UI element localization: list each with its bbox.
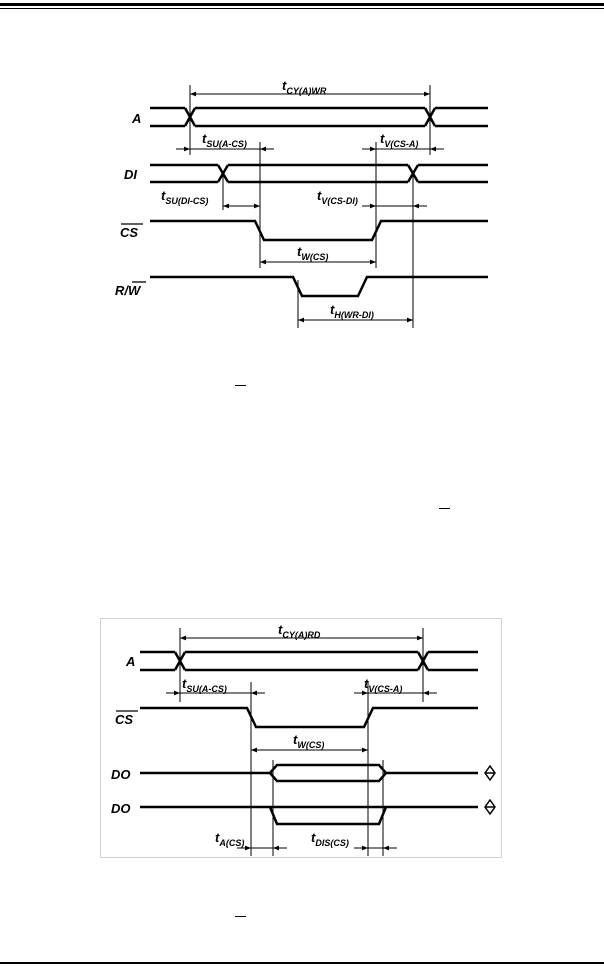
- do2-end-marker: [484, 798, 496, 816]
- top-rule-thin: [0, 8, 604, 9]
- param-t-su-di-cs: tSU(DI-CS): [161, 188, 208, 206]
- signal-label-a: A: [131, 111, 141, 126]
- read-param-t-w-cs: tW(CS): [293, 732, 324, 750]
- signal-a-waveform: [150, 106, 488, 128]
- param-t-dis-cs: tDIS(CS): [311, 830, 349, 848]
- read-signal-label-cs: CS: [115, 712, 133, 727]
- param-t-cycle-read: tCY(A)RD: [278, 622, 321, 640]
- read-signal-do2-waveform: [140, 805, 478, 826]
- signal-label-rw: R/W: [115, 283, 142, 298]
- signal-label-cs: CS: [120, 225, 138, 240]
- read-cycle-timing-diagram: A CS DO DO tCY(A)RD tSU(A-CS) tV(CS-A) t…: [100, 618, 502, 858]
- signal-di-waveform: [150, 163, 488, 184]
- param-t-cycle-write: tCY(A)WR: [282, 78, 327, 96]
- read-param-t-su-a-cs: tSU(A-CS): [182, 676, 227, 694]
- read-signal-label-do1: DO: [111, 767, 131, 782]
- read-signal-cs-waveform: [140, 706, 478, 729]
- param-t-h-wr-di: tH(WR-DI): [330, 302, 374, 320]
- read-signal-label-a: A: [125, 654, 135, 669]
- param-t-a-cs: tA(CS): [215, 830, 244, 848]
- read-signal-label-do2: DO: [111, 801, 131, 816]
- bottom-rule: [0, 962, 604, 964]
- read-signal-a-waveform: [140, 650, 478, 672]
- top-rule-thick: [0, 3, 604, 6]
- read-signal-do1-waveform: [140, 763, 478, 783]
- text-overbar: [235, 385, 246, 386]
- signal-rw-waveform: [150, 275, 488, 298]
- text-overbar: [235, 916, 246, 917]
- param-t-w-cs: tW(CS): [297, 244, 328, 262]
- write-cycle-timing-diagram: A DI CS R/W tCY(A)WR tSU(A-CS) tV(CS-A) …: [102, 72, 492, 330]
- signal-label-di: DI: [124, 167, 137, 182]
- read-param-t-v-cs-a: tV(CS-A): [364, 676, 402, 694]
- param-t-v-cs-a: tV(CS-A): [380, 131, 418, 149]
- text-overbar: [439, 508, 450, 509]
- signal-cs-waveform: [150, 219, 488, 242]
- param-t-v-cs-di: tV(CS-DI): [317, 188, 358, 206]
- do1-end-marker: [484, 764, 496, 782]
- param-t-su-a-cs: tSU(A-CS): [202, 131, 247, 149]
